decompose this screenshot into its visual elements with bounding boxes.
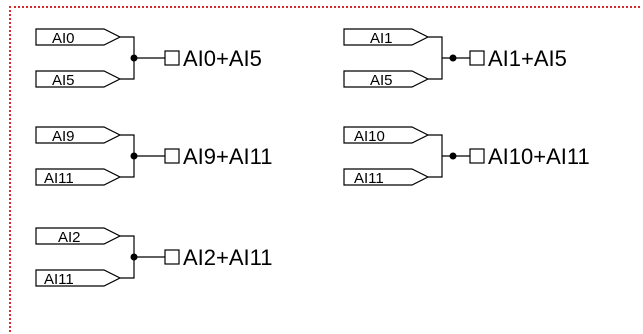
input-tag-label: AI2 [58, 229, 81, 246]
junction-group-ai2-ai11: AI2 AI11 AI2+AI11 [35, 227, 273, 288]
output-port [164, 249, 180, 265]
input-tag: AI11 [343, 168, 430, 187]
junction-dot [130, 54, 138, 62]
input-tag: AI11 [35, 168, 122, 187]
input-tag-label: AI11 [354, 170, 384, 187]
junction-dot [449, 54, 457, 62]
junction-group-ai1-ai5: AI1 AI5 AI1+AI5 [343, 28, 567, 89]
output-port [164, 50, 180, 66]
output-port [469, 50, 485, 66]
junction-dot [130, 152, 138, 160]
input-tag-label: AI5 [52, 72, 75, 89]
input-tag: AI9 [35, 126, 122, 145]
output-label: AI10+AI11 [488, 144, 590, 169]
output-label: AI9+AI11 [183, 144, 273, 169]
input-tag-label: AI9 [52, 128, 75, 145]
input-tag: AI10 [343, 126, 430, 145]
dotted-frame [9, 6, 640, 332]
input-tag-label: AI0 [52, 30, 75, 47]
output-label: AI2+AI11 [183, 245, 273, 270]
junction-group-ai10-ai11: AI10 AI11 AI10+AI11 [343, 126, 590, 187]
input-tag-label: AI1 [370, 30, 393, 47]
output-port [469, 148, 485, 164]
input-tag: AI0 [35, 28, 122, 47]
output-label: AI1+AI5 [488, 46, 567, 71]
junction-dot [449, 152, 457, 160]
input-tag-label: AI10 [354, 128, 385, 145]
junction-group-ai0-ai5: AI0 AI5 AI0+AI5 [35, 28, 262, 89]
output-port [164, 148, 180, 164]
output-label: AI0+AI5 [183, 46, 262, 71]
input-tag: AI5 [35, 70, 122, 89]
input-tag: AI2 [35, 227, 122, 246]
input-tag-label: AI11 [44, 271, 74, 288]
input-tag: AI11 [35, 269, 122, 288]
input-tag: AI1 [343, 28, 430, 47]
input-tag: AI5 [343, 70, 430, 89]
junction-dot [130, 253, 138, 261]
input-tag-label: AI5 [370, 72, 393, 89]
junction-group-ai9-ai11: AI9 AI11 AI9+AI11 [35, 126, 273, 187]
input-tag-label: AI11 [44, 170, 74, 187]
